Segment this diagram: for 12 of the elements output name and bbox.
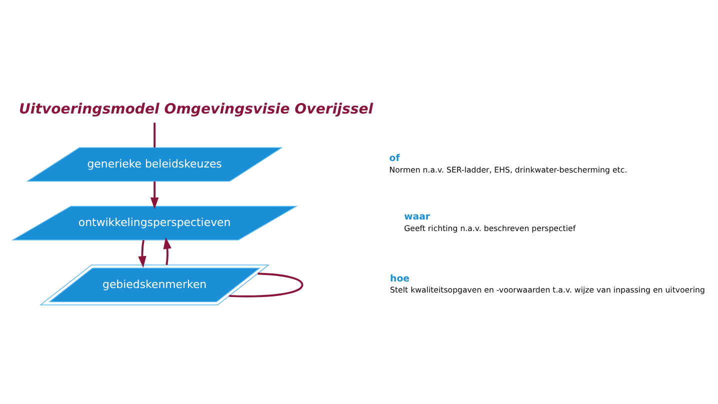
- node-label: Stelt kwaliteitsopgaven en -voorwaarden t.a.v. wijze van inpassing en uitvoering: [390, 285, 705, 294]
- arrow: [138, 239, 146, 268]
- arrow: [163, 236, 172, 265]
- connector: [154, 122, 156, 148]
- arrow: [150, 180, 159, 209]
- connector: [229, 272, 304, 297]
- node-label: waar: [404, 211, 430, 222]
- diagram-title: Uitvoeringsmodel Omgevingsvisie Overijssel: [18, 101, 374, 118]
- node-label: hoe: [390, 272, 410, 284]
- node-label: Geeft richting n.a.v. beschreven perspectief: [404, 223, 576, 232]
- node-label: of: [389, 152, 400, 164]
- node-label: Normen n.a.v. SER-ladder, EHS, drinkwater-bescherming etc.: [389, 164, 628, 174]
